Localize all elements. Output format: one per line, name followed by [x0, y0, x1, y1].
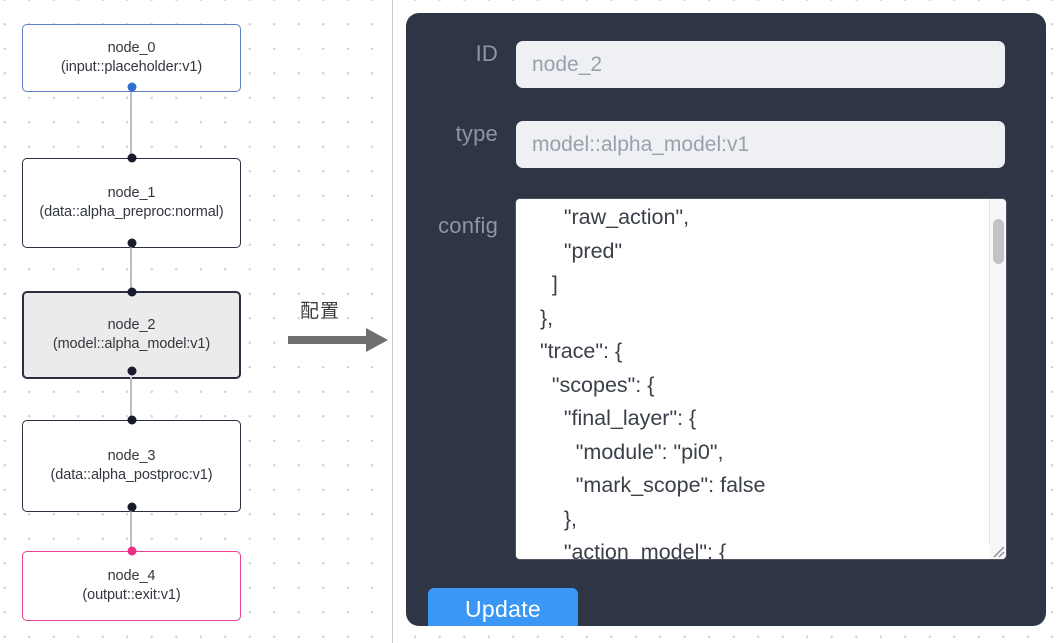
node-port-in[interactable] — [127, 287, 136, 297]
config-panel: ID type config Update — [406, 13, 1046, 626]
node-id-label: node_4 — [107, 567, 156, 584]
config-textarea-wrapper — [516, 199, 1006, 559]
canvas-divider — [392, 0, 393, 643]
node-port-out[interactable] — [127, 502, 136, 512]
graph-canvas[interactable]: node_0 (input::placeholder:v1) node_1 (d… — [0, 0, 393, 643]
config-field-row: config — [406, 199, 1006, 559]
id-input[interactable] — [516, 41, 1005, 88]
node-id-label: node_3 — [107, 447, 156, 464]
edge-node0-node1 — [130, 92, 132, 158]
config-textarea[interactable] — [516, 199, 990, 559]
node-port-in[interactable] — [127, 415, 136, 425]
type-field-label: type — [455, 121, 498, 146]
node-port-in[interactable] — [127, 546, 136, 556]
node-port-out[interactable] — [127, 82, 136, 92]
id-field-label: ID — [475, 41, 498, 66]
update-button[interactable]: Update — [428, 588, 578, 626]
arrow-right-icon — [288, 328, 388, 352]
node-port-out[interactable] — [127, 366, 136, 376]
node-id-label: node_0 — [107, 39, 156, 56]
type-input[interactable] — [516, 121, 1005, 168]
edge-node2-node3 — [130, 377, 132, 420]
graph-node-node_3[interactable]: node_3 (data::alpha_postproc:v1) — [22, 415, 241, 512]
node-type-label: (data::alpha_preproc:normal) — [39, 204, 224, 220]
graph-node-node_4[interactable]: node_4 (output::exit:v1) — [22, 546, 241, 621]
node-type-label: (input::placeholder:v1) — [60, 59, 203, 75]
id-field-row: ID — [406, 41, 1005, 88]
flow-arrow-label: 配置 — [300, 300, 341, 322]
edge-node3-node4 — [130, 511, 132, 551]
edge-node1-node2 — [130, 247, 132, 291]
type-field-row: type — [406, 121, 1005, 168]
graph-node-node_1[interactable]: node_1 (data::alpha_preproc:normal) — [22, 153, 241, 248]
node-port-in[interactable] — [127, 153, 136, 163]
config-scrollbar[interactable] — [989, 199, 1006, 544]
config-field-label: config — [438, 213, 498, 238]
node-id-label: node_2 — [107, 316, 156, 333]
flow-arrow: 配置 — [288, 296, 392, 358]
graph-node-node_0[interactable]: node_0 (input::placeholder:v1) — [22, 24, 241, 92]
resize-handle-icon[interactable] — [990, 543, 1006, 559]
config-scrollbar-thumb[interactable] — [993, 219, 1004, 264]
node-type-label: (data::alpha_postproc:v1) — [50, 467, 213, 483]
node-id-label: node_1 — [107, 184, 156, 201]
node-port-out[interactable] — [127, 238, 136, 248]
graph-node-node_2[interactable]: node_2 (model::alpha_model:v1) — [22, 287, 241, 379]
node-type-label: (model::alpha_model:v1) — [52, 336, 211, 352]
node-type-label: (output::exit:v1) — [82, 587, 181, 603]
